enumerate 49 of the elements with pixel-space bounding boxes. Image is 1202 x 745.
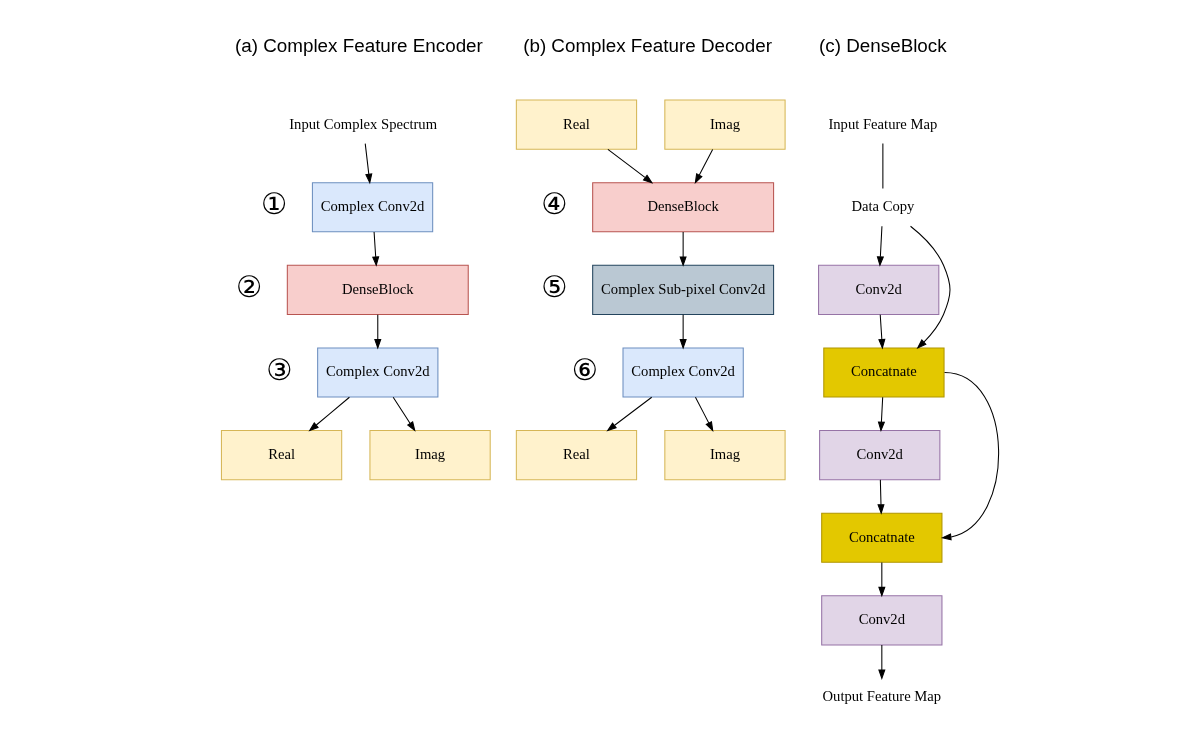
- arrow: [678, 314, 687, 350]
- node-box: DenseBlock: [286, 264, 469, 315]
- node-box: Real: [515, 430, 637, 481]
- arrow: [877, 561, 885, 598]
- node-label: ⑥: [571, 352, 598, 387]
- node-box: Complex Conv2d: [311, 182, 433, 233]
- node-box: Imag: [368, 430, 491, 481]
- arrow: [371, 231, 379, 267]
- node-label: ⑤: [540, 270, 568, 305]
- node-label: ①: [260, 187, 287, 222]
- node-box: Complex Conv2d: [316, 347, 438, 398]
- arrow: [678, 231, 687, 267]
- node-box: Imag: [663, 99, 786, 150]
- arrow: [940, 371, 999, 541]
- node-label: ②: [235, 270, 262, 305]
- node-text: Input Complex Spectrum: [288, 115, 437, 132]
- node-box: Real: [515, 99, 637, 150]
- node-text: Data Copy: [850, 198, 914, 215]
- node-box: DenseBlock: [591, 182, 774, 233]
- arrow: [392, 396, 416, 432]
- arrow: [373, 314, 381, 350]
- node-box: Concatnate: [820, 512, 942, 563]
- node-box: Real: [220, 430, 342, 481]
- node-box: Concatnate: [822, 347, 945, 398]
- node-text: Output Feature Map: [822, 688, 941, 705]
- arrow: [364, 143, 372, 185]
- label: (b) Complex Feature Decoder: [522, 35, 772, 57]
- node-text: Input Feature Map: [827, 115, 937, 132]
- arrow: [308, 396, 350, 432]
- label: (c) DenseBlock: [818, 35, 947, 57]
- node-box: Complex Conv2d: [622, 347, 744, 398]
- arrow: [876, 479, 885, 515]
- node-box: Conv2d: [820, 595, 942, 646]
- node-box: Imag: [663, 430, 786, 481]
- arrow: [877, 644, 885, 680]
- node-label: ④: [540, 187, 568, 222]
- label: (a) Complex Feature Encoder: [234, 35, 483, 57]
- arrow: [694, 396, 713, 432]
- node-box: Complex Sub-pixel Conv2d: [591, 264, 774, 315]
- node-label: ③: [265, 352, 293, 387]
- arrow: [877, 396, 885, 433]
- arrow: [877, 314, 885, 350]
- arrow: [605, 396, 652, 432]
- arrow: [876, 225, 884, 267]
- node-box: Conv2d: [818, 430, 940, 481]
- node-box: Conv2d: [817, 264, 939, 315]
- arrow: [909, 225, 951, 349]
- arrow: [694, 148, 713, 185]
- arrow: [606, 148, 653, 184]
